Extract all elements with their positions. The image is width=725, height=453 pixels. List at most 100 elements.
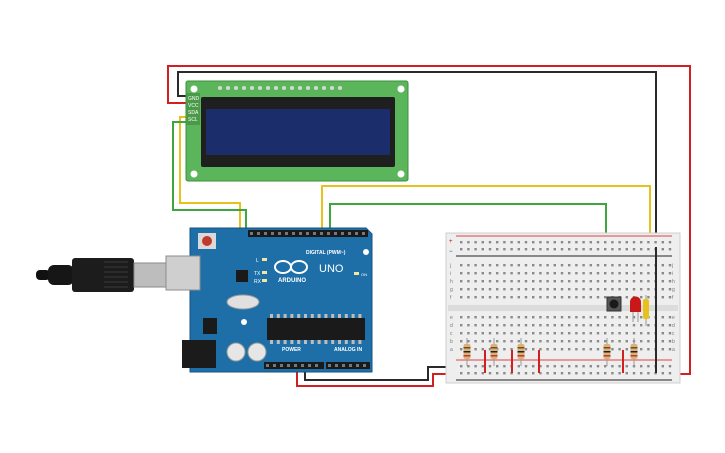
header-hole[interactable]: [250, 232, 253, 235]
header-hole[interactable]: [327, 232, 330, 235]
breadboard-hole[interactable]: [568, 296, 571, 299]
usb-cable[interactable]: [36, 258, 169, 292]
header-hole[interactable]: [299, 232, 302, 235]
breadboard-hole[interactable]: [532, 365, 535, 368]
breadboard-hole[interactable]: [596, 316, 600, 319]
breadboard-hole[interactable]: [539, 296, 542, 299]
breadboard-hole[interactable]: [474, 332, 477, 335]
breadboard-hole[interactable]: [582, 264, 585, 267]
breadboard-hole[interactable]: [625, 264, 628, 267]
breadboard-hole[interactable]: [611, 372, 614, 375]
breadboard-hole[interactable]: [575, 280, 578, 283]
breadboard-hole[interactable]: [611, 280, 614, 283]
breadboard-hole[interactable]: [474, 264, 477, 267]
breadboard-hole[interactable]: [647, 332, 650, 335]
breadboard-hole[interactable]: [474, 324, 477, 327]
breadboard-hole[interactable]: [632, 372, 636, 375]
red-led[interactable]: [630, 296, 641, 323]
breadboard-hole[interactable]: [460, 340, 463, 343]
header-hole[interactable]: [292, 232, 295, 235]
header-hole[interactable]: [356, 364, 359, 367]
breadboard-hole[interactable]: [503, 241, 506, 244]
breadboard-hole[interactable]: [553, 348, 556, 351]
breadboard-hole[interactable]: [539, 241, 542, 244]
breadboard-hole[interactable]: [632, 264, 636, 267]
breadboard-hole[interactable]: [568, 316, 571, 319]
breadboard-hole[interactable]: [510, 324, 513, 327]
breadboard-hole[interactable]: [618, 324, 621, 327]
breadboard-hole[interactable]: [503, 332, 506, 335]
breadboard-hole[interactable]: [582, 332, 585, 335]
breadboard-hole[interactable]: [668, 372, 672, 375]
breadboard-hole[interactable]: [546, 316, 549, 319]
header-hole[interactable]: [342, 364, 345, 367]
breadboard-hole[interactable]: [546, 272, 549, 275]
breadboard-hole[interactable]: [460, 272, 463, 275]
breadboard-hole[interactable]: [481, 272, 484, 275]
breadboard-hole[interactable]: [582, 316, 585, 319]
breadboard-hole[interactable]: [460, 365, 463, 368]
breadboard-hole[interactable]: [532, 264, 535, 267]
breadboard-hole[interactable]: [611, 316, 614, 319]
breadboard-hole[interactable]: [467, 288, 470, 291]
breadboard-hole[interactable]: [539, 365, 542, 368]
resistor[interactable]: [463, 338, 471, 366]
breadboard-hole[interactable]: [611, 332, 614, 335]
breadboard-hole[interactable]: [604, 248, 607, 251]
breadboard-hole[interactable]: [575, 316, 578, 319]
breadboard-hole[interactable]: [582, 296, 585, 299]
breadboard-hole[interactable]: [604, 365, 607, 368]
header-hole[interactable]: [349, 364, 352, 367]
breadboard-hole[interactable]: [539, 348, 542, 351]
breadboard-hole[interactable]: [582, 241, 585, 244]
breadboard-hole[interactable]: [618, 241, 621, 244]
breadboard-hole[interactable]: [503, 264, 506, 267]
breadboard-hole[interactable]: [474, 372, 477, 375]
breadboard-hole[interactable]: [560, 340, 564, 343]
breadboard-hole[interactable]: [553, 316, 556, 319]
resistor[interactable]: [603, 338, 611, 366]
breadboard-hole[interactable]: [532, 324, 535, 327]
breadboard-hole[interactable]: [539, 340, 542, 343]
breadboard-hole[interactable]: [546, 365, 549, 368]
breadboard-hole[interactable]: [481, 241, 484, 244]
breadboard-hole[interactable]: [568, 280, 571, 283]
breadboard-hole[interactable]: [546, 348, 549, 351]
breadboard-holes[interactable]: [460, 241, 672, 375]
breadboard-hole[interactable]: [467, 372, 470, 375]
header-hole[interactable]: [313, 232, 316, 235]
breadboard-hole[interactable]: [503, 324, 506, 327]
breadboard-hole[interactable]: [467, 340, 470, 343]
breadboard-hole[interactable]: [625, 280, 628, 283]
breadboard-hole[interactable]: [560, 365, 564, 368]
breadboard-hole[interactable]: [524, 248, 528, 251]
breadboard-hole[interactable]: [553, 340, 556, 343]
breadboard-hole[interactable]: [568, 332, 571, 335]
breadboard-hole[interactable]: [604, 280, 607, 283]
breadboard-hole[interactable]: [481, 280, 484, 283]
breadboard-hole[interactable]: [467, 324, 470, 327]
header-hole[interactable]: [306, 232, 309, 235]
breadboard-hole[interactable]: [460, 316, 463, 319]
breadboard-hole[interactable]: [661, 340, 664, 343]
breadboard-hole[interactable]: [589, 348, 592, 351]
breadboard-hole[interactable]: [575, 288, 578, 291]
lcd-pin-gnd[interactable]: GND: [188, 96, 200, 102]
breadboard-hole[interactable]: [596, 241, 600, 244]
breadboard-hole[interactable]: [539, 332, 542, 335]
breadboard-hole[interactable]: [582, 340, 585, 343]
breadboard-hole[interactable]: [553, 365, 556, 368]
breadboard-hole[interactable]: [517, 324, 520, 327]
breadboard-hole[interactable]: [625, 296, 628, 299]
breadboard-hole[interactable]: [560, 248, 564, 251]
breadboard-hole[interactable]: [632, 241, 636, 244]
breadboard-hole[interactable]: [517, 296, 520, 299]
breadboard-hole[interactable]: [560, 280, 564, 283]
breadboard-hole[interactable]: [524, 332, 528, 335]
breadboard-hole[interactable]: [460, 248, 463, 251]
arduino-uno[interactable]: ARDUINO UNO DIGITAL (PWM~) POWER ANALOG …: [165, 227, 373, 373]
breadboard-hole[interactable]: [474, 241, 477, 244]
breadboard-hole[interactable]: [668, 340, 672, 343]
breadboard-hole[interactable]: [611, 264, 614, 267]
breadboard-hole[interactable]: [496, 365, 499, 368]
